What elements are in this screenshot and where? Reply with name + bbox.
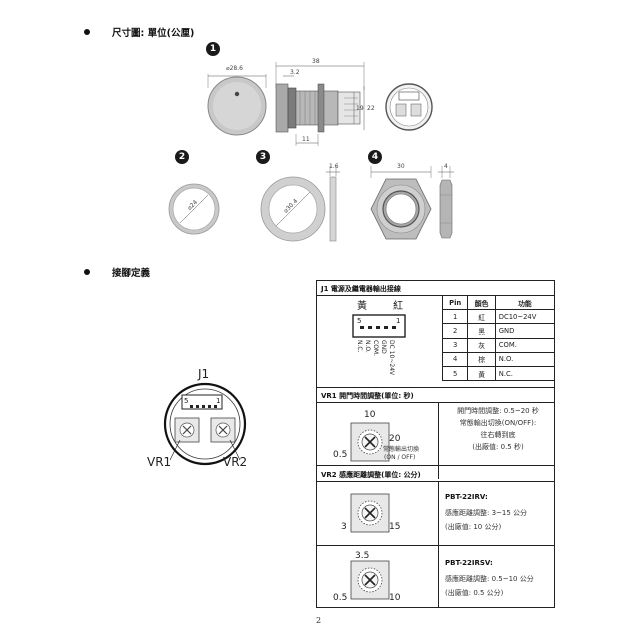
j1-pin-low: 1	[396, 317, 400, 325]
connector-label-j1: J1	[197, 367, 209, 381]
connector-pin5: 5	[184, 397, 188, 405]
fig1-diameter-label: ⌀28.6	[226, 65, 243, 72]
figure-marker-2: 2	[175, 150, 189, 164]
fig1-height-22-label: 22	[367, 105, 375, 112]
vr1-dial: 10 20 0.5 常態輸出切換 (ON / OFF)	[333, 410, 419, 462]
figure-marker-4: 4	[368, 150, 382, 164]
function-header: 功能	[494, 294, 556, 311]
page-number: 2	[316, 616, 322, 625]
j1-wiring-diagram: 黃 紅 5 1 N.C. N.O. COM. GND DC 10~24V	[352, 299, 406, 376]
vr2b-dial: 3.5 0.5 10	[333, 551, 401, 603]
section-heading-dimensions: 尺寸圖: 單位(公厘)	[112, 28, 195, 39]
vr2-panel-title: VR2 感應距離調整(單位: 公分)	[321, 471, 421, 479]
vr2a-dial-right: 15	[389, 522, 400, 532]
fig3-washer: ⌀30.4 1.6	[260, 163, 340, 242]
fig1-height-19-label: 19	[356, 105, 364, 112]
color-header: 顏色	[467, 294, 496, 311]
table-row: 2 黑 GND	[441, 323, 556, 339]
vr2a-info: PBT-22IRV: 感應距離調整: 3~15 公分 (出廠值: 10 公分)	[445, 493, 528, 531]
figure-marker-1: 1	[206, 42, 220, 56]
fig3-thickness-label: 1.6	[329, 163, 339, 170]
j1-pin-label-com: COM.	[372, 340, 379, 356]
wire-color-red: 紅	[393, 300, 403, 312]
j1-pin-label-gnd: GND	[380, 340, 387, 354]
fig1-side-view: 38 3.2 19 22 11	[275, 58, 375, 146]
fig1-back-view	[385, 83, 433, 131]
table-row: 4 棕 N.O.	[441, 351, 556, 367]
connector-label-vr1: VR1	[147, 455, 172, 469]
vr2b-dial-right: 10	[389, 593, 401, 603]
pin-table: Pin 顏色 功能 1 紅 DC10~24V 2 黑 GND 3 灰 COM. …	[441, 294, 556, 382]
vr2a-dial-left: 3	[341, 522, 347, 532]
table-row: 5 黃 N.C.	[441, 365, 556, 382]
section-heading-pin-definition: 接腳定義	[112, 268, 151, 279]
pin-definition-panel: J1 電源及繼電器輸出接線 黃 紅 5 1 N.C. N.O. COM. GND…	[316, 280, 556, 608]
fig4-thickness-label: 4	[444, 163, 448, 170]
fig1-front-view: ⌀28.6	[207, 65, 267, 136]
bullet	[84, 269, 90, 275]
connector-label-vr2: VR2	[223, 455, 248, 469]
j1-pin-label-power: DC 10~24V	[388, 340, 395, 376]
vr1-info: 開門時間調整: 0.5~20 秒 常態輸出切換(ON/OFF): 往右轉到底 (…	[457, 407, 539, 451]
fig4-width-label: 30	[397, 163, 405, 170]
wire-color-yellow: 黃	[357, 299, 367, 312]
vr1-dial-left: 0.5	[333, 450, 347, 460]
connector-diagram: J1 5 1	[163, 367, 247, 466]
figure-marker-3: 3	[256, 150, 270, 164]
vr1-dial-top: 10	[364, 410, 376, 420]
vr2b-dial-top: 3.5	[355, 551, 369, 561]
pin-table-header: Pin 顏色 功能	[441, 294, 556, 311]
fig1-flange-label: 3.2	[290, 69, 300, 76]
fig1-length-label: 38	[312, 58, 320, 65]
vr2b-info: PBT-22IRSV: 感應距離調整: 0.5~10 公分 (出廠值: 0.5 …	[445, 559, 534, 597]
j1-pin-high: 5	[357, 317, 361, 325]
dimension-drawings: ⌀28.6 38 3.2 19 22 11	[168, 58, 454, 242]
vr1-panel-title: VR1 開門時間調整(單位: 秒)	[321, 392, 414, 400]
bullet	[84, 29, 90, 35]
pin-header: Pin	[441, 294, 469, 311]
j1-panel-title: J1 電源及繼電器輸出接線	[321, 285, 401, 293]
connector-pin1: 1	[216, 397, 220, 405]
fig4-nut: 30 4	[370, 163, 454, 240]
fig2-ring: ⌀24	[168, 183, 220, 235]
vr1-dial-note-2: (ON / OFF)	[384, 454, 415, 461]
j1-pin-label-nc: N.C.	[356, 340, 363, 353]
vr2b-dial-left: 0.5	[333, 593, 347, 603]
vr2a-dial: 3 15	[341, 493, 400, 533]
table-row: 3 灰 COM.	[441, 337, 556, 353]
vr1-dial-right: 20	[389, 434, 401, 444]
vr1-dial-note-1: 常態輸出切換	[383, 445, 419, 453]
table-row: 1 紅 DC10~24V	[441, 309, 556, 325]
j1-pin-label-no: N.O.	[364, 340, 371, 353]
fig1-thread-label: 11	[302, 136, 310, 143]
